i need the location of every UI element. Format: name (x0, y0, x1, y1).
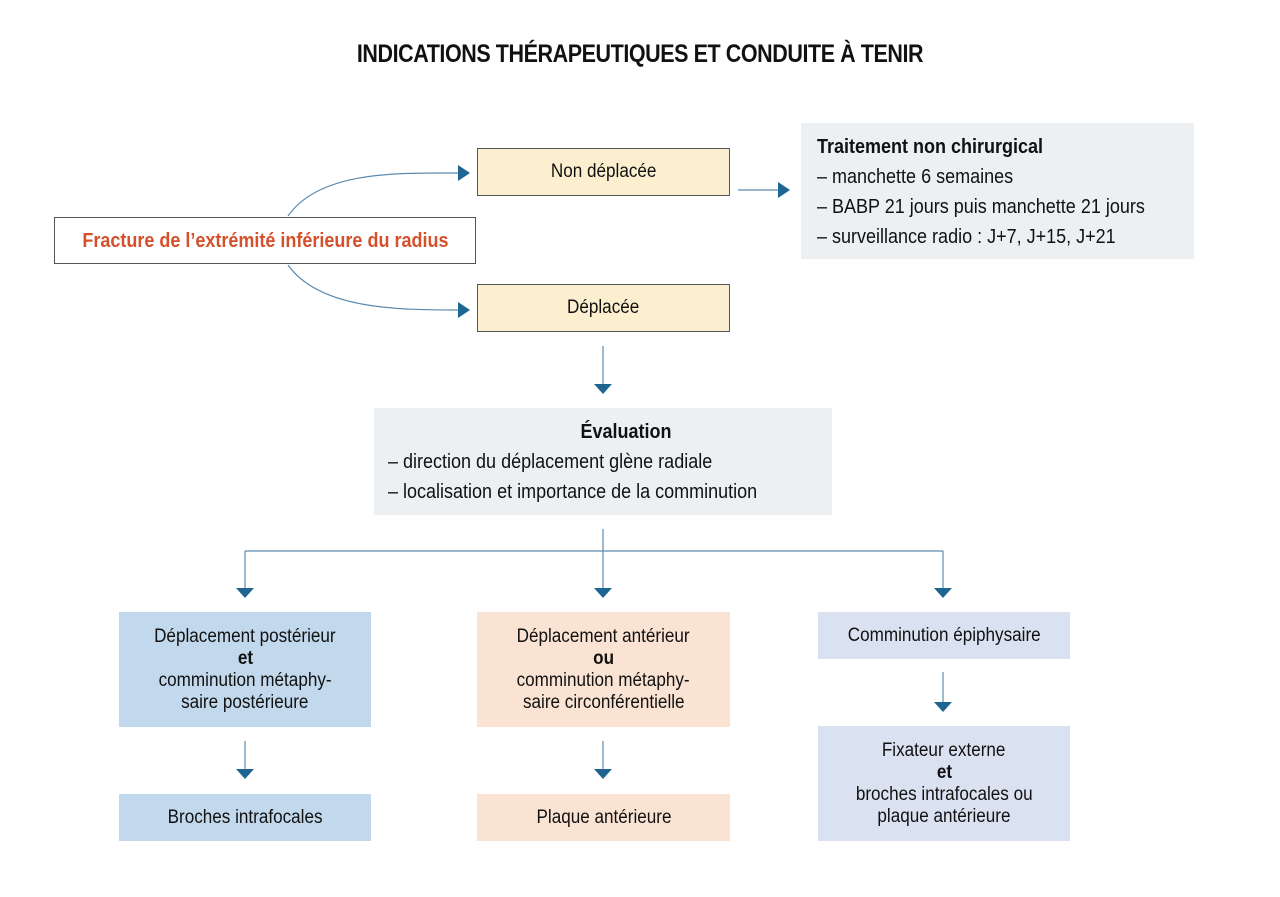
fixateur-line3: plaque antérieure (877, 805, 1011, 827)
non-chir-item: – manchette 6 semaines (817, 166, 1014, 188)
fixateur-conjunction: et (936, 761, 952, 783)
node-evaluation: Évaluation – direction du déplacement gl… (374, 408, 832, 515)
arrowhead-deplacee (458, 302, 470, 318)
non-chir-item: – surveillance radio : J+7, J+15, J+21 (817, 226, 1116, 248)
fixateur-line1: Fixateur externe (882, 739, 1006, 761)
posterior-line3: saire postérieure (181, 691, 309, 713)
arrowhead-fixateur (934, 702, 952, 712)
node-fracture-label: Fracture de l’extrémité inférieure du ra… (81, 229, 449, 252)
anterior-line3: saire circonférentielle (522, 691, 685, 713)
arrowhead-broches (236, 769, 254, 779)
node-non-deplacee-label: Non déplacée (550, 161, 657, 182)
node-deplacement-anterieur: Déplacement antérieur ou comminution mét… (477, 612, 730, 727)
node-deplacement-posterieur: Déplacement postérieur et comminution mé… (119, 612, 371, 727)
node-non-deplacee: Non déplacée (477, 148, 730, 196)
node-traitement-non-chirurgical: Traitement non chirurgical – manchette 6… (801, 123, 1194, 259)
arrowhead-epiphysaire (934, 588, 952, 598)
anterior-conjunction: ou (593, 647, 614, 669)
node-deplacee-label: Déplacée (567, 297, 640, 318)
node-fixateur-externe: Fixateur externe et broches intrafocales… (818, 726, 1070, 841)
non-chir-heading: Traitement non chirurgical (817, 136, 1044, 158)
arrowhead-non-chir (778, 182, 790, 198)
node-broches-intrafocales: Broches intrafocales (119, 794, 371, 841)
plaque-label: Plaque antérieure (536, 806, 671, 828)
evaluation-heading: Évaluation (580, 421, 672, 443)
curve-to-non-deplacee (287, 172, 463, 217)
epiphysaire-label: Comminution épiphysaire (847, 624, 1041, 646)
posterior-line2: comminution métaphy- (158, 669, 332, 691)
evaluation-item: – direction du déplacement glène radiale (388, 451, 713, 473)
node-fracture: Fracture de l’extrémité inférieure du ra… (54, 217, 476, 264)
anterior-line2: comminution métaphy- (517, 669, 690, 691)
evaluation-item: – localisation et importance de la commi… (388, 481, 758, 503)
non-chir-item: – BABP 21 jours puis manchette 21 jours (817, 196, 1145, 218)
arrowhead-plaque (594, 769, 612, 779)
node-plaque-anterieure: Plaque antérieure (477, 794, 730, 841)
fixateur-line2: broches intrafocales ou (855, 783, 1033, 805)
broches-label: Broches intrafocales (167, 806, 323, 828)
node-comminution-epiphysaire: Comminution épiphysaire (818, 612, 1070, 659)
arrowhead-anterior (594, 588, 612, 598)
diagram-title: INDICATIONS THÉRAPEUTIQUES ET CONDUITE À… (356, 40, 924, 68)
arrowhead-evaluation (594, 384, 612, 394)
arrowhead-non-deplacee (458, 165, 470, 181)
node-deplacee: Déplacée (477, 284, 730, 332)
posterior-line1: Déplacement postérieur (154, 625, 336, 647)
posterior-conjunction: et (237, 647, 253, 669)
anterior-line1: Déplacement antérieur (517, 625, 690, 647)
arrowhead-posterior (236, 588, 254, 598)
curve-to-deplacee (287, 264, 463, 311)
